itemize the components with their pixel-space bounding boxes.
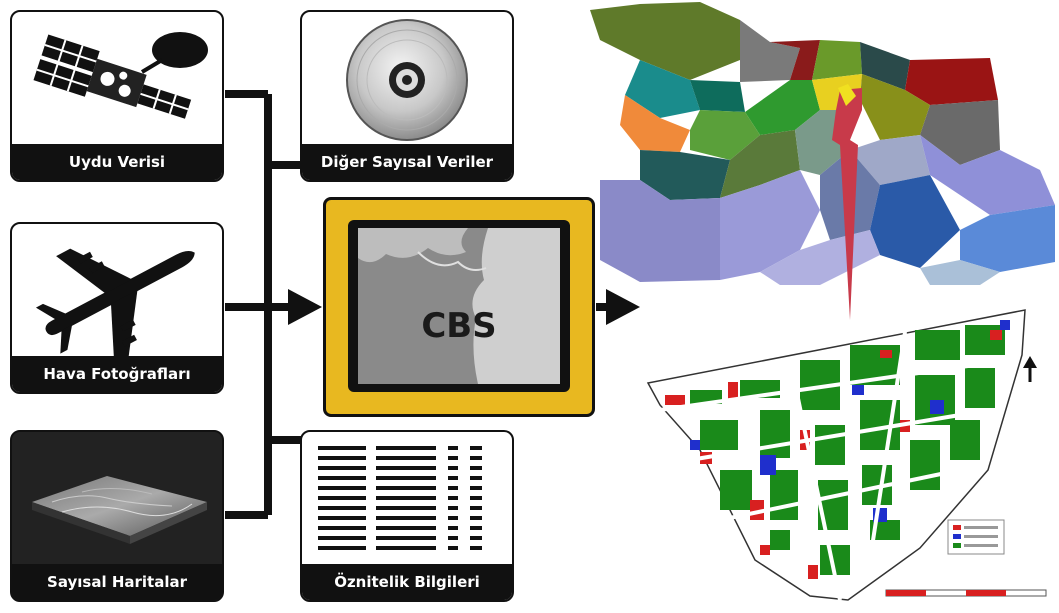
north-arrow-icon — [1023, 356, 1037, 382]
digital-maps-card: Sayısal Haritalar — [10, 430, 224, 602]
terrain-map-icon — [12, 432, 222, 566]
other-digital-data-card: Diğer Sayısal Veriler — [300, 10, 514, 182]
attribute-table-icon — [302, 432, 512, 566]
aerial-photo-label: Hava Fotoğrafları — [12, 356, 222, 392]
map-legend — [947, 519, 1005, 555]
scale-bar — [885, 589, 1047, 597]
arrow-to-outputs — [606, 289, 640, 325]
attribute-info-card: Öznitelik Bilgileri — [300, 430, 514, 602]
satellite-data-label: Uydu Verisi — [12, 144, 222, 180]
airplane-icon — [12, 224, 222, 358]
cbs-center-box: CBS — [323, 197, 595, 417]
other-digital-data-label: Diğer Sayısal Veriler — [302, 144, 512, 180]
attribute-info-label: Öznitelik Bilgileri — [302, 564, 512, 600]
gis-monitor-icon: CBS — [348, 220, 570, 392]
cbs-label: CBS — [421, 306, 497, 346]
arrow-into-cbs — [288, 289, 322, 325]
satellite-icon — [12, 12, 222, 146]
colored-district-map — [590, 2, 1055, 320]
output-maps — [590, 2, 1055, 601]
aerial-photo-card: Hava Fotoğrafları — [10, 222, 224, 394]
digital-maps-label: Sayısal Haritalar — [12, 564, 222, 600]
cd-disc-icon — [302, 12, 512, 146]
parcel-block-map — [646, 309, 1047, 601]
satellite-data-card: Uydu Verisi — [10, 10, 224, 182]
